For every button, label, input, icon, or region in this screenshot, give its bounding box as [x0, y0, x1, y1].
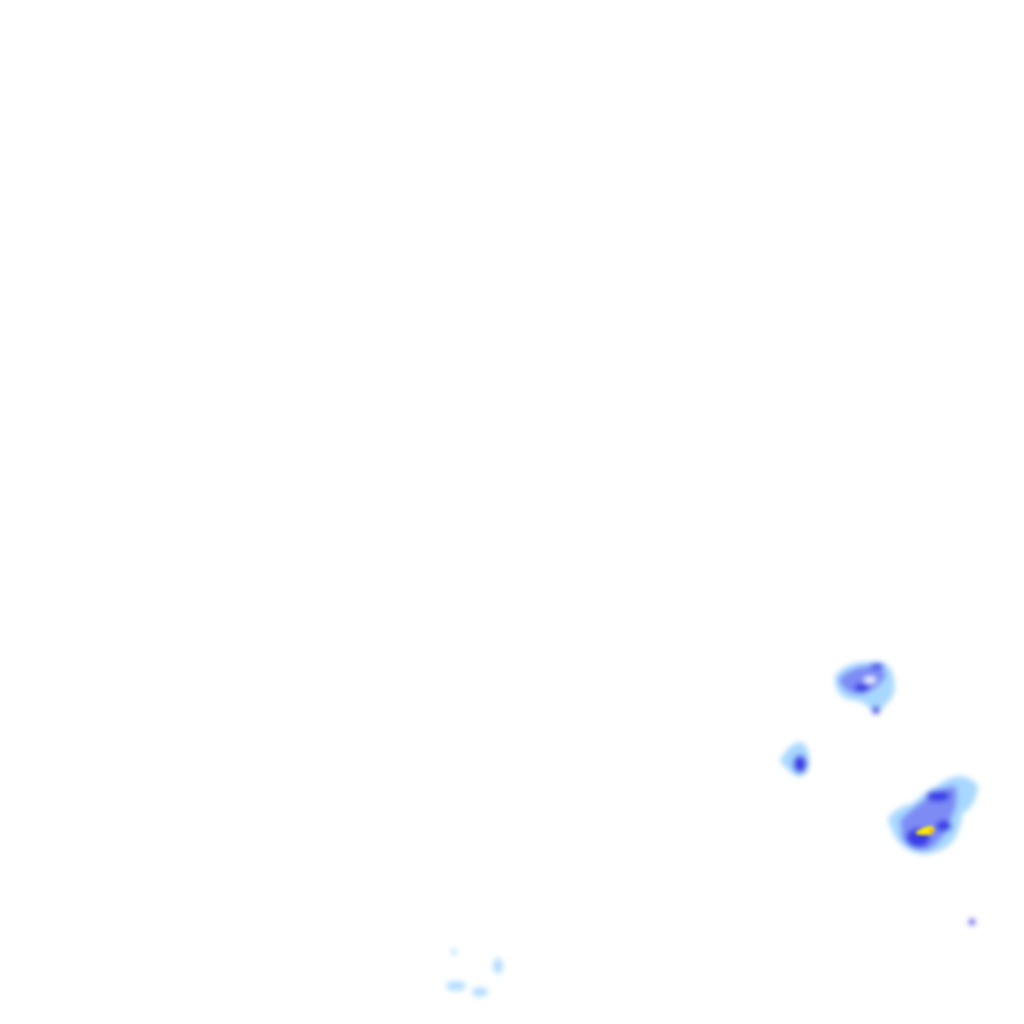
rain-cell-west [780, 742, 810, 777]
precip-light [472, 987, 488, 997]
precip-very-heavy [916, 826, 934, 835]
rain-cell-southeast [888, 776, 978, 925]
precip-light [446, 981, 466, 991]
precip-heavy [936, 820, 952, 832]
heavy-rain-core [916, 826, 934, 835]
precip-heavy [969, 919, 975, 925]
rain-cell-south [446, 949, 503, 997]
precip-heavy [926, 790, 950, 802]
precip-extreme [929, 829, 933, 833]
rain-cell-north [834, 661, 895, 714]
precip-light [493, 958, 503, 974]
precip-heavy [793, 755, 807, 773]
precip-heavy [870, 663, 884, 669]
precip-light [451, 949, 457, 955]
precip-heavy [854, 683, 870, 693]
precip-moderate [838, 665, 886, 695]
precip-heavy [872, 706, 880, 714]
